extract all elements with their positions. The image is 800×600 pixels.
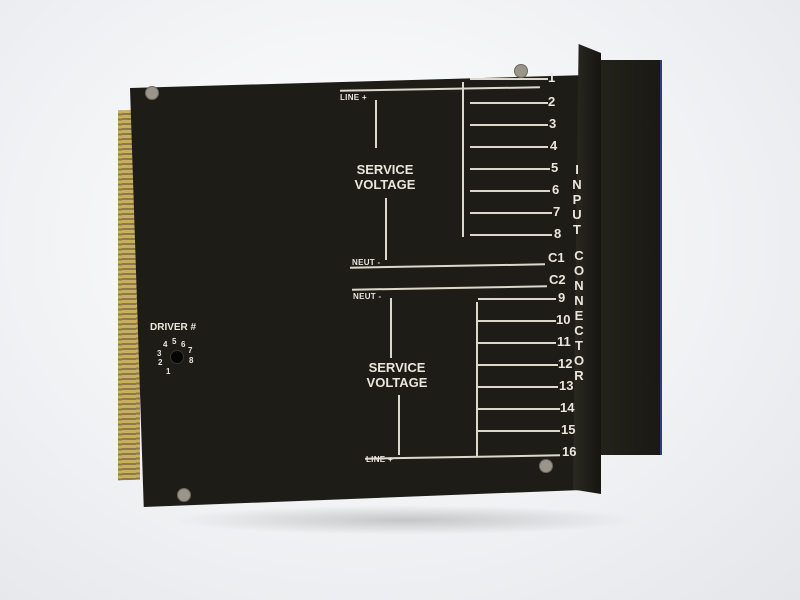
pin-label-11: 11 — [557, 334, 571, 349]
switch-line-1 — [470, 78, 548, 80]
driver-pos-5: 5 — [172, 337, 177, 346]
letter: R — [574, 368, 584, 383]
switch-line-7 — [470, 212, 552, 214]
switch-line-8 — [470, 234, 552, 236]
switch-line-12 — [478, 364, 558, 366]
letter: C — [574, 323, 584, 338]
letter: N — [574, 293, 584, 308]
letter: I — [575, 162, 579, 177]
pin-label-4: 4 — [550, 138, 558, 153]
voltage-text: VOLTAGE — [354, 177, 416, 192]
driver-pos-2: 2 — [158, 358, 163, 367]
pin-label-10: 10 — [556, 312, 571, 327]
driver-pos-1: 1 — [166, 367, 171, 376]
common-bus-lower — [476, 302, 478, 457]
screw-top-left — [145, 86, 159, 100]
service-voltage-label-upper: SERVICE VOLTAGE — [340, 162, 430, 192]
common-bus-upper — [462, 82, 464, 237]
voltage-arrow-lower-bottom — [398, 395, 400, 455]
pin-label-c1: C1 — [548, 250, 565, 265]
voltage-text: VOLTAGE — [366, 375, 428, 390]
pin-label-7: 7 — [553, 204, 561, 219]
switch-line-13 — [478, 386, 558, 388]
letter: C — [574, 248, 584, 263]
service-text: SERVICE — [356, 162, 414, 177]
switch-line-10 — [478, 320, 556, 322]
service-text: SERVICE — [368, 360, 426, 375]
letter: T — [573, 222, 581, 237]
switch-line-14 — [478, 408, 560, 410]
pin-label-13: 13 — [559, 378, 574, 393]
mounting-bracket — [573, 44, 601, 494]
line-plus-label-upper: LINE + — [340, 93, 367, 102]
screw-bottom-left — [177, 488, 191, 502]
voltage-arrow-upper-top — [375, 100, 377, 148]
driver-pos-8: 8 — [189, 356, 194, 365]
circuit-board-faceplate — [130, 75, 588, 507]
switch-line-4 — [470, 146, 548, 148]
pin-label-14: 14 — [560, 400, 575, 415]
input-connector-housing — [598, 60, 662, 455]
connector-label: C O N N E C T O R — [572, 248, 586, 383]
pin-label-3: 3 — [549, 116, 557, 131]
letter: E — [574, 308, 584, 323]
neut-minus-label-upper: NEUT - — [352, 258, 381, 267]
letter: P — [572, 192, 582, 207]
driver-pos-6: 6 — [181, 340, 186, 349]
switch-line-9 — [478, 298, 556, 300]
input-label: I N P U T — [570, 162, 584, 237]
line-plus-label-lower: LINE + — [366, 455, 393, 464]
screw-top-right — [514, 64, 528, 78]
switch-line-3 — [470, 124, 548, 126]
letter: U — [572, 207, 582, 222]
driver-pos-3: 3 — [157, 349, 162, 358]
driver-rotary-switch[interactable] — [170, 350, 184, 364]
pin-label-12: 12 — [558, 356, 573, 371]
board-shadow — [170, 505, 640, 535]
pin-label-8: 8 — [554, 226, 562, 241]
pin-label-1: 1 — [548, 70, 556, 85]
driver-pos-7: 7 — [188, 346, 193, 355]
pin-label-9: 9 — [558, 290, 566, 305]
pin-label-2: 2 — [548, 94, 556, 109]
switch-line-2 — [470, 102, 548, 104]
letter: T — [575, 338, 583, 353]
screw-bottom-right — [539, 459, 553, 473]
letter: O — [573, 263, 585, 278]
pin-label-c2: C2 — [549, 272, 566, 287]
switch-line-15 — [478, 430, 560, 432]
letter: N — [572, 177, 582, 192]
pin-label-15: 15 — [561, 422, 576, 437]
voltage-arrow-upper-bottom — [385, 198, 387, 260]
voltage-arrow-lower-top — [390, 298, 392, 358]
letter: N — [574, 278, 584, 293]
driver-number-label: DRIVER # — [150, 322, 197, 333]
driver-pos-4: 4 — [163, 340, 168, 349]
pin-label-6: 6 — [552, 182, 560, 197]
switch-line-5 — [470, 168, 550, 170]
letter: O — [573, 353, 585, 368]
pin-label-16: 16 — [562, 444, 577, 459]
neut-minus-label-lower: NEUT - — [353, 292, 382, 301]
switch-line-11 — [478, 342, 556, 344]
service-voltage-label-lower: SERVICE VOLTAGE — [352, 360, 442, 390]
switch-line-6 — [470, 190, 550, 192]
pin-label-5: 5 — [551, 160, 559, 175]
